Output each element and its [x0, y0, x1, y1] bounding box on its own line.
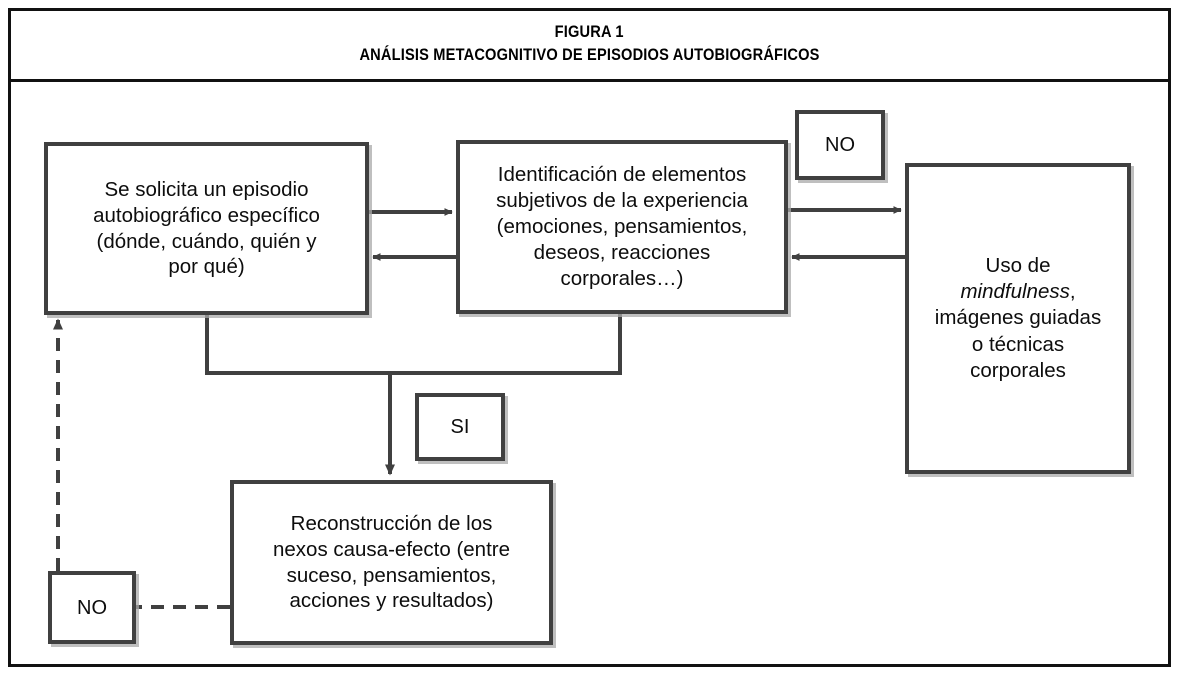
node-no-top-label: NO — [825, 134, 855, 156]
node-label-si[interactable]: SI — [415, 393, 505, 461]
figure-header: FIGURA 1 ANÁLISIS METACOGNITIVO DE EPISO… — [8, 8, 1171, 82]
mindfulness-line2-italic: mindfulness — [960, 280, 1070, 304]
node-identificacion-label: Identificación de elementos subjetivos d… — [496, 163, 748, 290]
node-identificacion-elementos[interactable]: Identificación de elementos subjetivos d… — [456, 140, 788, 314]
edge-bracket-to-reconstruccion — [205, 314, 622, 375]
mindfulness-line3: imágenes guiadas — [934, 306, 1102, 330]
node-episodio-label: Se solicita un episodio autobiográfico e… — [93, 177, 320, 279]
figure-title: ANÁLISIS METACOGNITIVO DE EPISODIOS AUTO… — [359, 45, 820, 64]
figure-number: FIGURA 1 — [554, 22, 625, 41]
node-no-bottom-label: NO — [77, 596, 107, 619]
mindfulness-line2-tail: , — [1069, 280, 1076, 304]
mindfulness-line4: o técnicas — [971, 332, 1065, 356]
mindfulness-line5: corporales — [970, 358, 1066, 382]
node-reconstruccion-label: Reconstrucción de los nexos causa-efecto… — [272, 511, 511, 613]
node-label-no-bottom[interactable]: NO — [48, 571, 136, 644]
node-label-no-top[interactable]: NO — [795, 110, 885, 180]
mindfulness-line1: Uso de — [985, 253, 1051, 277]
node-reconstruccion-nexos[interactable]: Reconstrucción de los nexos causa-efecto… — [230, 480, 553, 645]
node-episodio-autobiografico[interactable]: Se solicita un episodio autobiográfico e… — [44, 142, 369, 315]
node-si-label: SI — [450, 416, 470, 438]
